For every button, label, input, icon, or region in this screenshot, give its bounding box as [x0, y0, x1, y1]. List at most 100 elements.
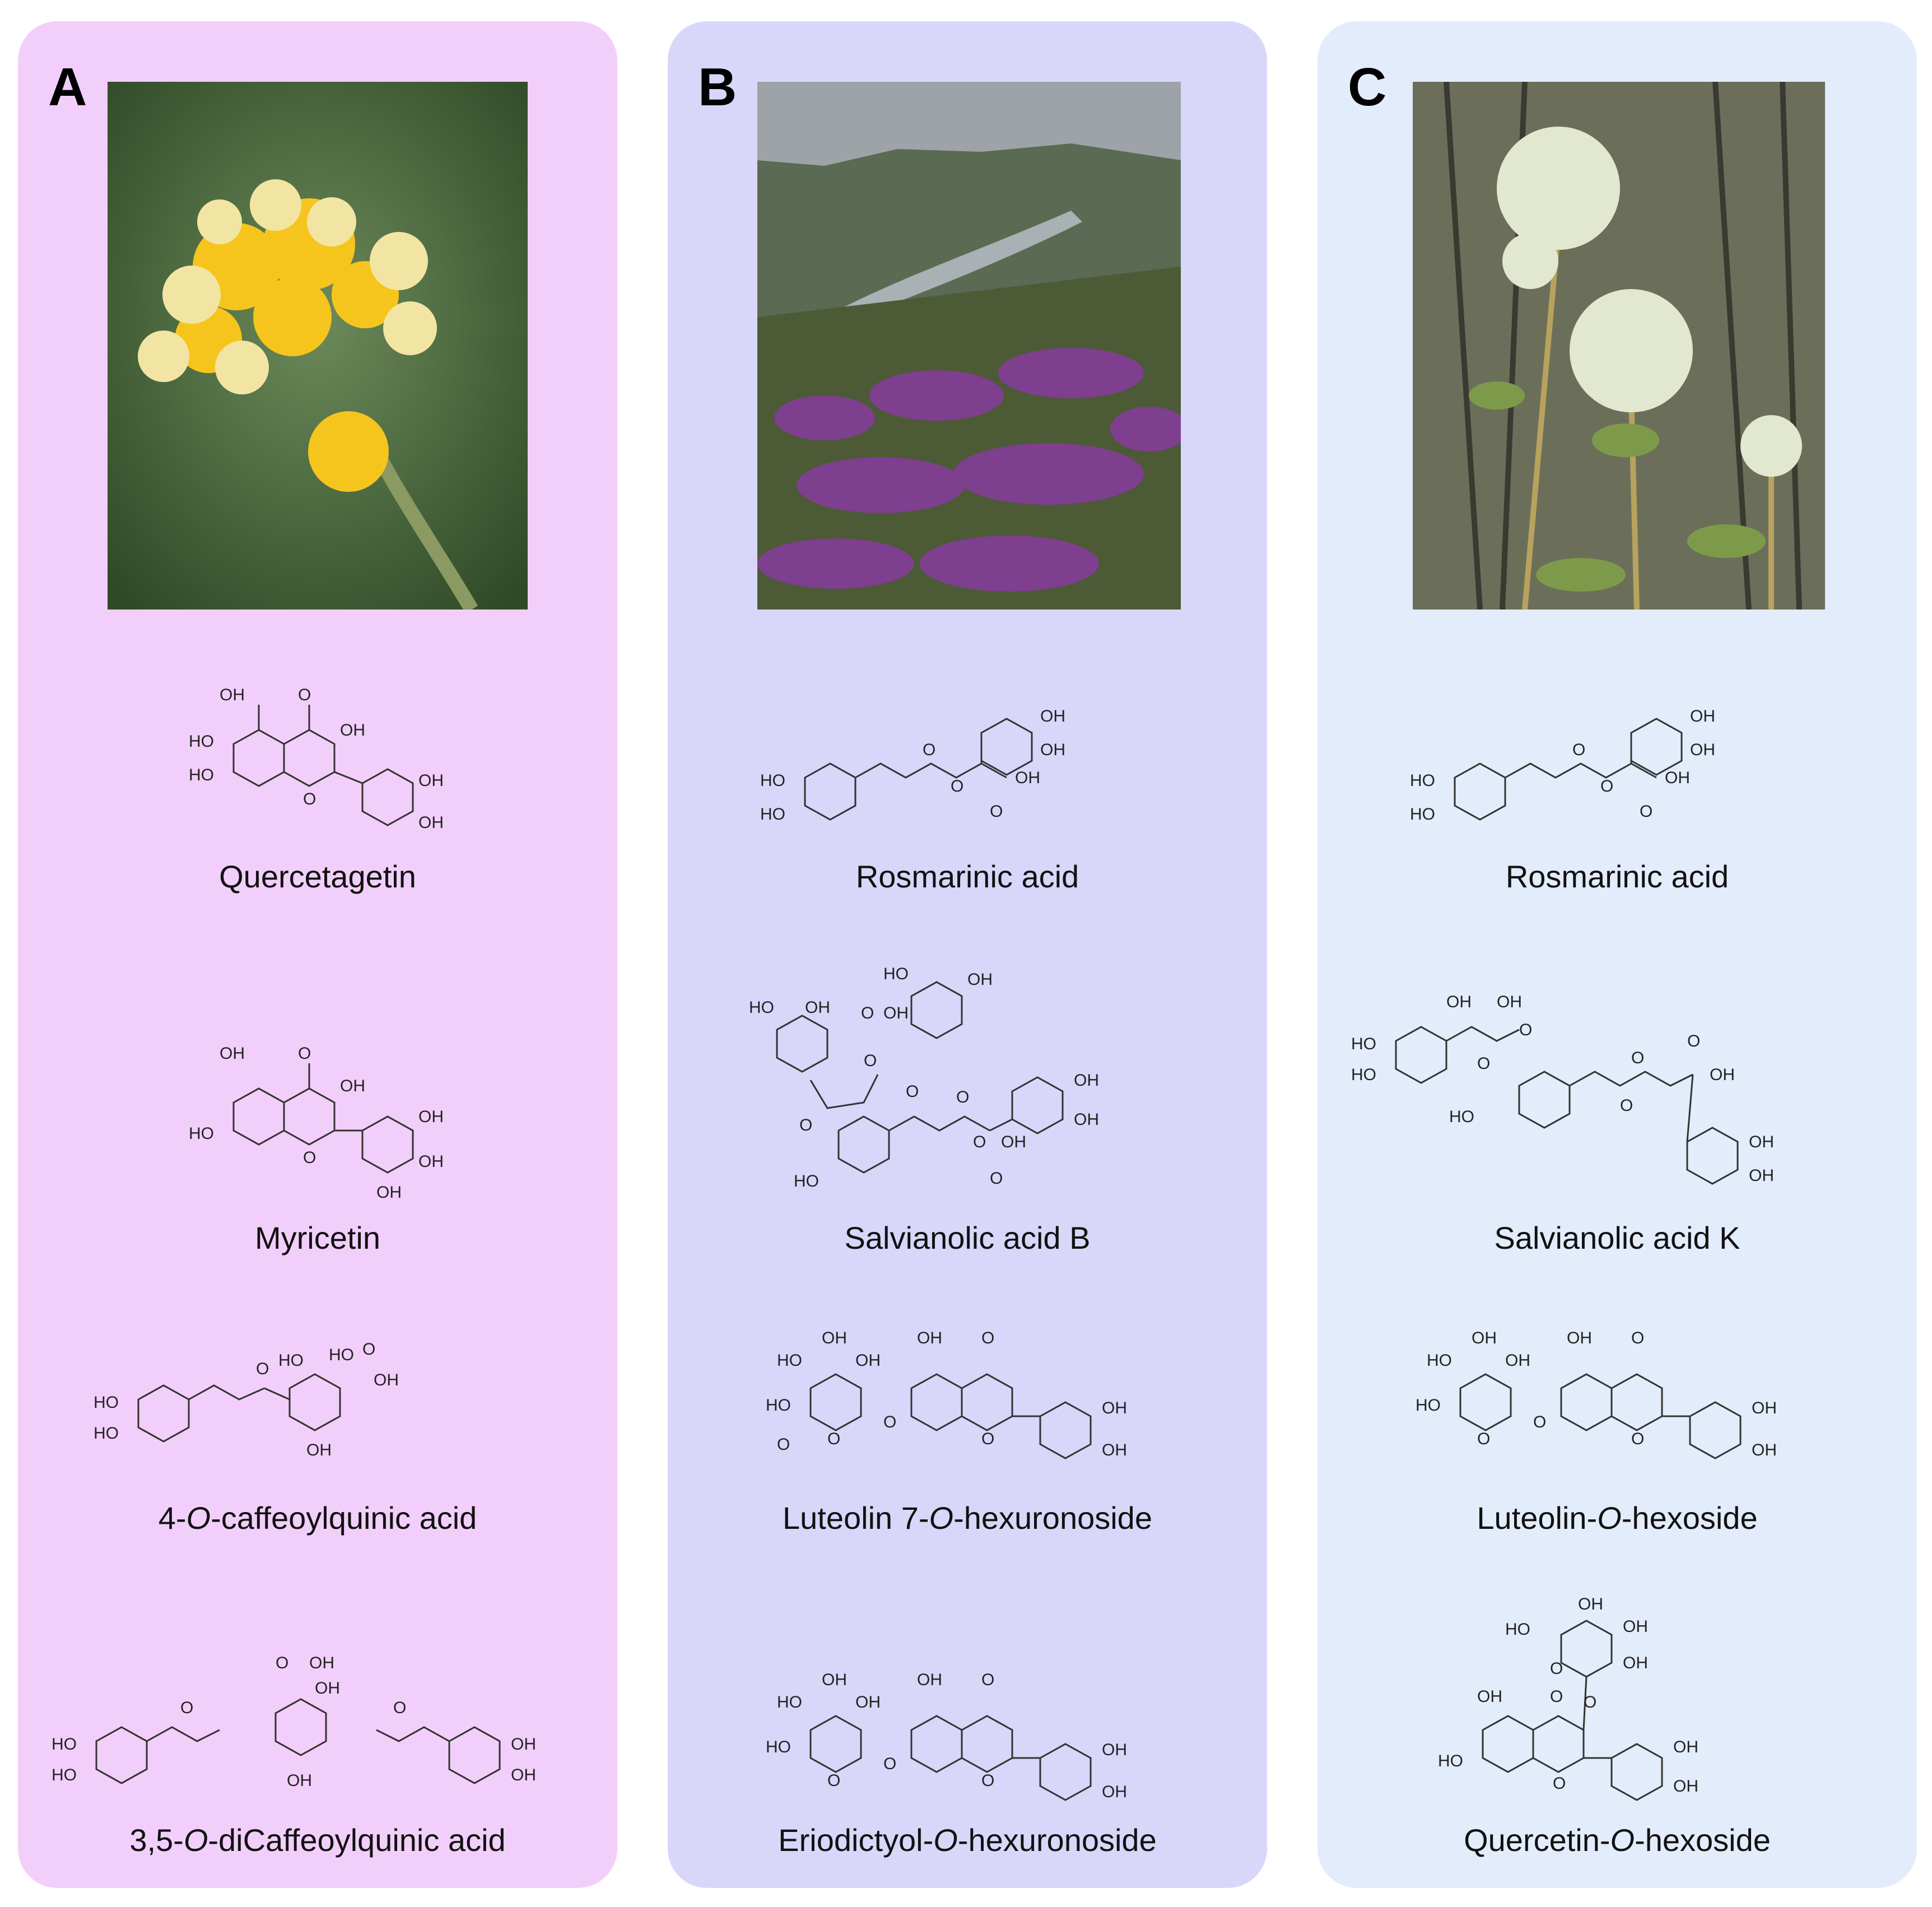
svg-text:HO: HO	[1427, 1351, 1452, 1370]
photo-lavender-valley	[757, 82, 1181, 610]
svg-text:OH: OH	[1040, 741, 1065, 759]
svg-text:OH: OH	[967, 970, 993, 989]
svg-text:OH: OH	[1623, 1617, 1648, 1636]
compound-name: 3,5-O-diCaffeoylquinic acid	[129, 1822, 506, 1858]
svg-text:O: O	[981, 1771, 994, 1790]
svg-text:O: O	[362, 1340, 375, 1359]
svg-text:OH: OH	[805, 998, 830, 1017]
svg-text:OH: OH	[220, 1044, 245, 1063]
compound-name: 4-O-caffeoylquinic acid	[158, 1500, 477, 1536]
svg-text:OH: OH	[855, 1351, 881, 1370]
svg-text:HO: HO	[278, 1351, 304, 1370]
svg-text:O: O	[906, 1082, 919, 1101]
svg-text:OH: OH	[822, 1329, 847, 1347]
svg-text:OH: OH	[1710, 1066, 1735, 1084]
svg-text:O: O	[1600, 777, 1613, 796]
panel-c: C	[1318, 21, 1917, 1888]
svg-text:HO: HO	[794, 1172, 819, 1190]
svg-text:OH: OH	[340, 1077, 365, 1095]
svg-text:O: O	[1519, 1021, 1532, 1039]
svg-text:OH: OH	[1102, 1399, 1127, 1417]
svg-text:OH: OH	[418, 771, 444, 790]
svg-text:O: O	[956, 1088, 969, 1106]
svg-text:O: O	[973, 1133, 986, 1151]
photo-white-flower	[1413, 82, 1825, 610]
svg-text:O: O	[981, 1430, 994, 1448]
svg-text:O: O	[298, 1044, 311, 1063]
svg-text:O: O	[1620, 1096, 1633, 1115]
svg-text:O: O	[883, 1755, 896, 1773]
svg-text:O: O	[1477, 1430, 1490, 1448]
svg-text:OH: OH	[376, 1183, 402, 1202]
svg-text:HO: HO	[1505, 1620, 1530, 1639]
svg-text:OH: OH	[306, 1441, 332, 1459]
svg-text:HO: HO	[189, 766, 214, 784]
photo-yellow-flower	[108, 82, 528, 610]
svg-text:OH: OH	[1102, 1783, 1127, 1801]
svg-text:O: O	[180, 1699, 193, 1717]
svg-text:OH: OH	[511, 1735, 536, 1753]
svg-text:OH: OH	[220, 686, 245, 704]
svg-text:HO: HO	[749, 998, 774, 1017]
svg-text:O: O	[1550, 1659, 1563, 1678]
svg-text:HO: HO	[1449, 1108, 1474, 1126]
svg-text:O: O	[1533, 1413, 1546, 1431]
svg-text:OH: OH	[1015, 769, 1040, 787]
svg-text:OH: OH	[1690, 741, 1715, 759]
svg-text:O: O	[256, 1360, 269, 1378]
svg-text:O: O	[981, 1329, 994, 1347]
svg-text:OH: OH	[1505, 1351, 1530, 1370]
svg-text:HO: HO	[1416, 1396, 1441, 1415]
compound-name: Quercetin-O-hexoside	[1464, 1822, 1771, 1858]
svg-text:O: O	[864, 1052, 877, 1070]
svg-text:OH: OH	[1623, 1654, 1648, 1672]
svg-text:OH: OH	[855, 1693, 881, 1711]
svg-text:O: O	[1687, 1032, 1700, 1050]
compound-name: Eriodictyol-O-hexuronoside	[778, 1822, 1157, 1858]
svg-text:O: O	[298, 686, 311, 704]
svg-text:OH: OH	[1752, 1441, 1777, 1459]
svg-text:OH: OH	[1477, 1687, 1502, 1706]
svg-text:O: O	[861, 1004, 874, 1022]
svg-text:OH: OH	[1001, 1133, 1026, 1151]
compound-name: Salvianolic acid B	[844, 1220, 1091, 1255]
svg-text:OH: OH	[1074, 1071, 1099, 1090]
svg-text:HO: HO	[1410, 771, 1435, 790]
panel-a: A	[18, 21, 617, 1888]
svg-text:OH: OH	[418, 1152, 444, 1171]
svg-text:OH: OH	[917, 1329, 942, 1347]
svg-text:O: O	[393, 1699, 406, 1717]
svg-text:OH: OH	[1567, 1329, 1592, 1347]
svg-text:OH: OH	[374, 1371, 399, 1389]
svg-text:HO: HO	[1351, 1066, 1376, 1084]
svg-text:O: O	[1477, 1054, 1490, 1073]
svg-text:OH: OH	[1040, 707, 1065, 725]
svg-text:HO: HO	[760, 771, 785, 790]
svg-text:HO: HO	[1410, 805, 1435, 824]
svg-text:HO: HO	[52, 1766, 77, 1784]
panel-label-a: A	[48, 57, 87, 117]
svg-text:OH: OH	[1102, 1741, 1127, 1759]
svg-text:OH: OH	[1749, 1166, 1774, 1185]
svg-text:HO: HO	[1438, 1752, 1463, 1770]
svg-text:OH: OH	[1665, 769, 1690, 787]
svg-text:O: O	[276, 1654, 288, 1672]
svg-text:OH: OH	[315, 1679, 340, 1697]
svg-text:OH: OH	[1446, 993, 1472, 1011]
svg-text:O: O	[1631, 1430, 1644, 1448]
svg-text:O: O	[883, 1413, 896, 1431]
svg-text:O: O	[827, 1430, 840, 1448]
svg-text:OH: OH	[1673, 1738, 1698, 1756]
svg-text:OH: OH	[1752, 1399, 1777, 1417]
svg-text:HO: HO	[189, 732, 214, 751]
svg-text:OH: OH	[287, 1771, 312, 1790]
svg-text:HO: HO	[52, 1735, 77, 1753]
